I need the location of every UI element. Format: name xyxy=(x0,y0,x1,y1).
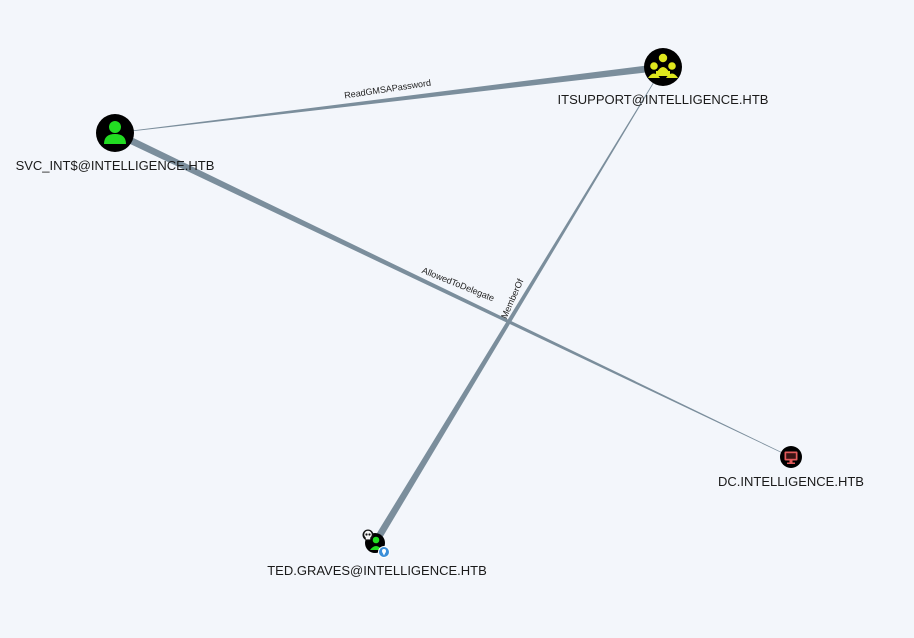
nodes-layer: SVC_INT$@INTELLIGENCE.HTB ITSUPPORT@INTEL… xyxy=(16,48,864,578)
group-icon xyxy=(648,53,678,78)
node-label: SVC_INT$@INTELLIGENCE.HTB xyxy=(16,158,215,173)
node-svc[interactable]: SVC_INT$@INTELLIGENCE.HTB xyxy=(16,114,215,173)
edge-allowedtodelegate[interactable]: AllowedToDelegate xyxy=(113,129,792,458)
edge-memberof[interactable]: MemberOf xyxy=(372,66,664,545)
computer-icon xyxy=(784,451,798,464)
node-ted[interactable]: TED.GRAVES@INTELLIGENCE.HTB xyxy=(267,529,487,579)
edge-line[interactable] xyxy=(113,129,792,458)
node-label: DC.INTELLIGENCE.HTB xyxy=(718,474,864,489)
edge-line[interactable] xyxy=(114,63,664,134)
node-label: TED.GRAVES@INTELLIGENCE.HTB xyxy=(267,563,487,578)
skull-icon xyxy=(362,529,374,541)
node-dc[interactable]: DC.INTELLIGENCE.HTB xyxy=(718,446,864,489)
user-icon xyxy=(104,121,126,144)
node-label: ITSUPPORT@INTELLIGENCE.HTB xyxy=(558,92,769,107)
node-itsupport[interactable]: ITSUPPORT@INTELLIGENCE.HTB xyxy=(558,48,769,107)
pin-icon xyxy=(378,546,390,558)
edge-line[interactable] xyxy=(372,66,664,545)
